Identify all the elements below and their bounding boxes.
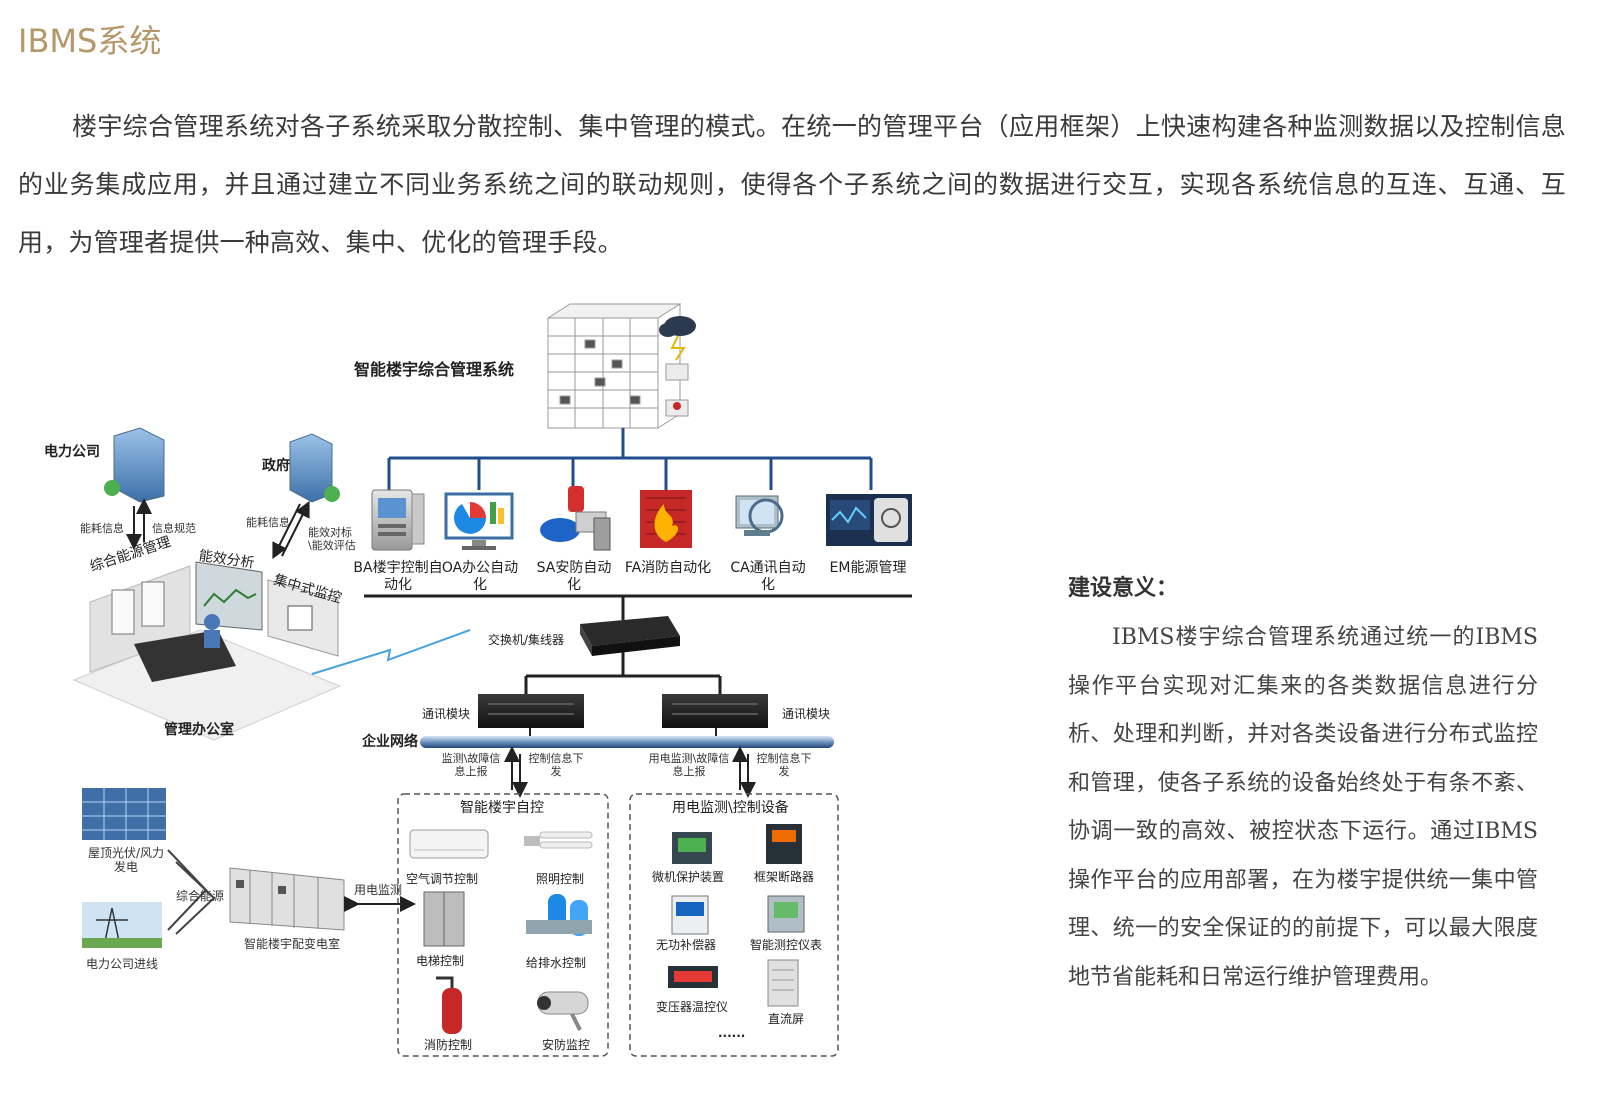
smart-meter-label: 智能测控仪表	[750, 938, 823, 952]
energy-info-label-1: 能耗信息	[80, 522, 124, 535]
power-grid-icon	[82, 902, 162, 948]
dc-panel-label: 直流屏	[768, 1012, 805, 1026]
substation-label: 智能楼宇配变电室	[244, 937, 341, 951]
diagram-graphics	[72, 303, 912, 1057]
subsystem-label-fa: FA消防自动化	[624, 560, 712, 576]
substation-cabinet-icon	[229, 867, 345, 931]
ibms-architecture-diagram: 智能楼宇综合管理系统 电力公司 政府 能耗信息 信息规范 能耗信息 能效对标\能…	[0, 290, 1060, 1112]
enterprise-network-pipe	[420, 736, 834, 748]
security-automation-icon	[540, 486, 611, 551]
intro-paragraph: 楼宇综合管理系统对各子系统采取分散控制、集中管理的模式。在统一的管理平台（应用框…	[18, 112, 1566, 257]
data-flow-arrows	[504, 746, 756, 798]
power-monitor-title: 用电监测\控制设备	[672, 800, 789, 816]
fire-automation-icon	[640, 490, 692, 548]
grid-label: 电力公司进线	[86, 957, 159, 971]
fire-control-label: 消防控制	[424, 1038, 473, 1052]
power-company-label: 电力公司	[44, 444, 100, 460]
page-title: IBMS系统	[18, 22, 162, 60]
significance-section: 建设意义： IBMS楼宇综合管理系统通过统一的IBMS操作平台实现对汇集来的各类…	[1068, 570, 1538, 1002]
air-conditioner-label: 空气调节控制	[406, 872, 479, 886]
power-company-building-icon	[104, 427, 165, 503]
significance-title: 建设意义：	[1068, 575, 1179, 601]
lighting-bulb-icon	[524, 831, 593, 849]
solar-panel-icon	[82, 788, 166, 840]
energy-info-label-2: 能耗信息	[246, 516, 290, 529]
air-conditioner-icon	[409, 829, 489, 859]
comm-module-left-icon	[478, 694, 584, 728]
water-pump-label: 给排水控制	[526, 956, 587, 970]
circuit-breaker-label: 框架断路器	[754, 870, 815, 884]
enterprise-network-label: 企业网络	[362, 734, 418, 750]
smart-meter-icon	[767, 895, 805, 933]
network-switch-icon	[580, 616, 680, 656]
upload-right-label: 用电监测\故障信息上报	[648, 752, 730, 778]
dc-panel-icon	[767, 959, 799, 1007]
building-control-title: 智能楼宇自控	[460, 800, 544, 816]
subsystem-label-sa: SA安防自动化	[536, 560, 612, 593]
building-wireframe-icon	[546, 303, 682, 429]
transformer-temp-controller-icon	[668, 966, 718, 988]
significance-text: IBMS楼宇综合管理系统通过统一的IBMS操作平台实现对汇集来的各类数据信息进行…	[1068, 625, 1538, 990]
down-right-label: 控制信息下发	[756, 752, 812, 778]
cloud-icon	[659, 316, 696, 417]
integrated-energy-label: 综合能源	[176, 889, 225, 903]
office-automation-icon	[444, 492, 514, 550]
upload-left-label: 监测\故障信息上报	[441, 752, 501, 778]
lighting-label: 照明控制	[536, 872, 585, 886]
circuit-breaker-icon	[766, 824, 802, 864]
power-monitor-group	[629, 793, 839, 1057]
more-devices-label: ......	[718, 1026, 746, 1040]
energy-management-icon	[826, 494, 912, 546]
down-left-label: 控制信息下发	[528, 752, 584, 778]
building-automation-icon	[371, 489, 425, 551]
mgmt-office-label: 管理办公室	[164, 722, 234, 738]
switch-label: 交换机/集线器	[488, 633, 565, 647]
info-spec-label: 信息规范	[152, 522, 196, 535]
microprocessor-protection-label: 微机保护装置	[652, 870, 725, 884]
communication-automation-icon	[735, 495, 784, 536]
government-label: 政府	[262, 458, 290, 474]
reactive-compensator-icon	[671, 895, 709, 935]
security-monitor-label: 安防监控	[542, 1038, 591, 1052]
subsystem-label-ba: BA楼宇控制自动化	[353, 560, 443, 593]
comm-module-left-label: 通讯模块	[422, 707, 471, 721]
management-office-illustration	[72, 561, 342, 741]
transformer-temp-label: 变压器温控仪	[656, 1000, 729, 1014]
system-title: 智能楼宇综合管理系统	[354, 360, 515, 379]
fire-extinguisher-icon	[436, 976, 462, 1034]
government-building-icon	[289, 433, 340, 503]
water-pump-icon	[526, 894, 592, 936]
subsystem-label-ca: CA通讯自动化	[730, 560, 806, 593]
solar-label: 屋顶光伏/风力发电	[87, 846, 165, 874]
subsystem-label-oa: OA办公自动化	[441, 560, 519, 593]
wireless-link	[311, 629, 471, 675]
elevator-icon	[423, 891, 465, 947]
microprocessor-protection-icon	[672, 832, 712, 864]
security-camera-icon	[537, 991, 589, 1031]
power-monitor-label: 用电监测	[354, 883, 403, 897]
subsystem-label-em: EM能源管理	[829, 560, 907, 576]
comm-module-right-icon	[662, 694, 768, 728]
elevator-label: 电梯控制	[416, 954, 465, 968]
building-control-group	[397, 793, 609, 1057]
efficiency-eval-label: 能效对标\能效评估	[308, 526, 356, 552]
energy-info-arrows	[126, 498, 310, 560]
subsystem-bus	[387, 428, 873, 490]
comm-module-right-label: 通讯模块	[782, 707, 831, 721]
reactive-compensator-label: 无功补偿器	[656, 938, 717, 952]
